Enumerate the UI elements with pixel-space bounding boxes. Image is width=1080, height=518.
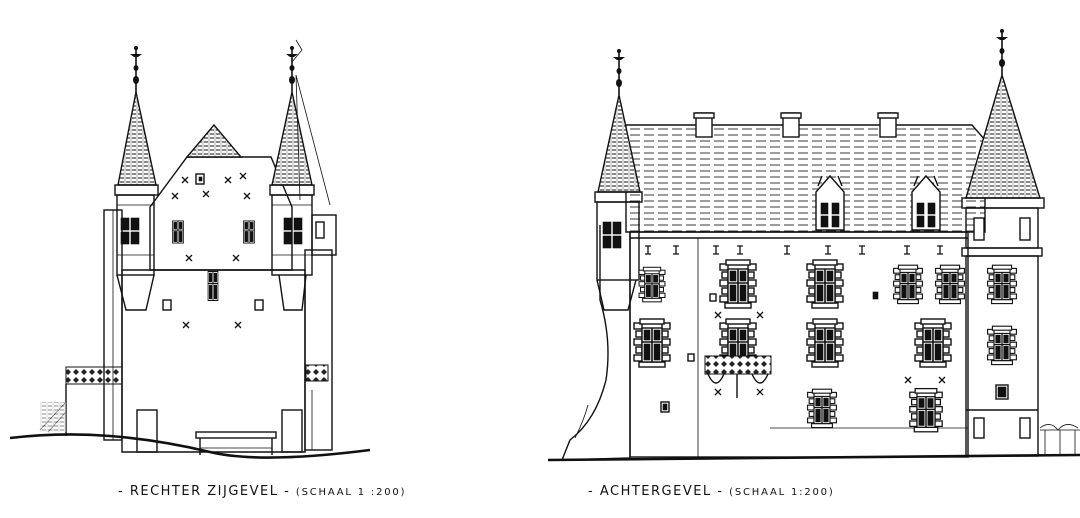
dormer-right xyxy=(911,174,941,231)
entrance-lintel xyxy=(195,431,277,439)
left-parapet-pattern xyxy=(65,366,123,385)
ground-line-left xyxy=(9,433,371,459)
dormer-left xyxy=(815,174,845,231)
rear-left-turret xyxy=(594,48,643,311)
left-elevation-title: - RECHTER ZIJGEVEL - xyxy=(118,484,291,499)
right-elevation-caption: - ACHTERGEVEL - (SCHAAL 1:200) xyxy=(588,484,835,499)
right-elevation-scale: (SCHAAL 1:200) xyxy=(729,487,835,498)
right-elevation-title: - ACHTERGEVEL - xyxy=(588,484,724,499)
balcony-railing xyxy=(704,355,772,375)
gable-roof xyxy=(185,123,243,158)
right-turret xyxy=(269,39,331,311)
rear-right-tower xyxy=(961,28,1080,457)
left-elevation-scale: (SCHAAL 1 :200) xyxy=(295,487,407,498)
left-elevation-caption: - RECHTER ZIJGEVEL - (SCHAAL 1 :200) xyxy=(118,484,406,499)
side-elevation xyxy=(9,39,371,459)
rock-outcrop xyxy=(560,225,631,461)
gable-wall xyxy=(149,156,293,271)
right-annex xyxy=(304,249,333,451)
rear-elevation xyxy=(547,28,1080,462)
left-turret xyxy=(114,45,159,311)
stair-hatching xyxy=(40,402,66,432)
right-parapet-pattern xyxy=(305,364,329,382)
